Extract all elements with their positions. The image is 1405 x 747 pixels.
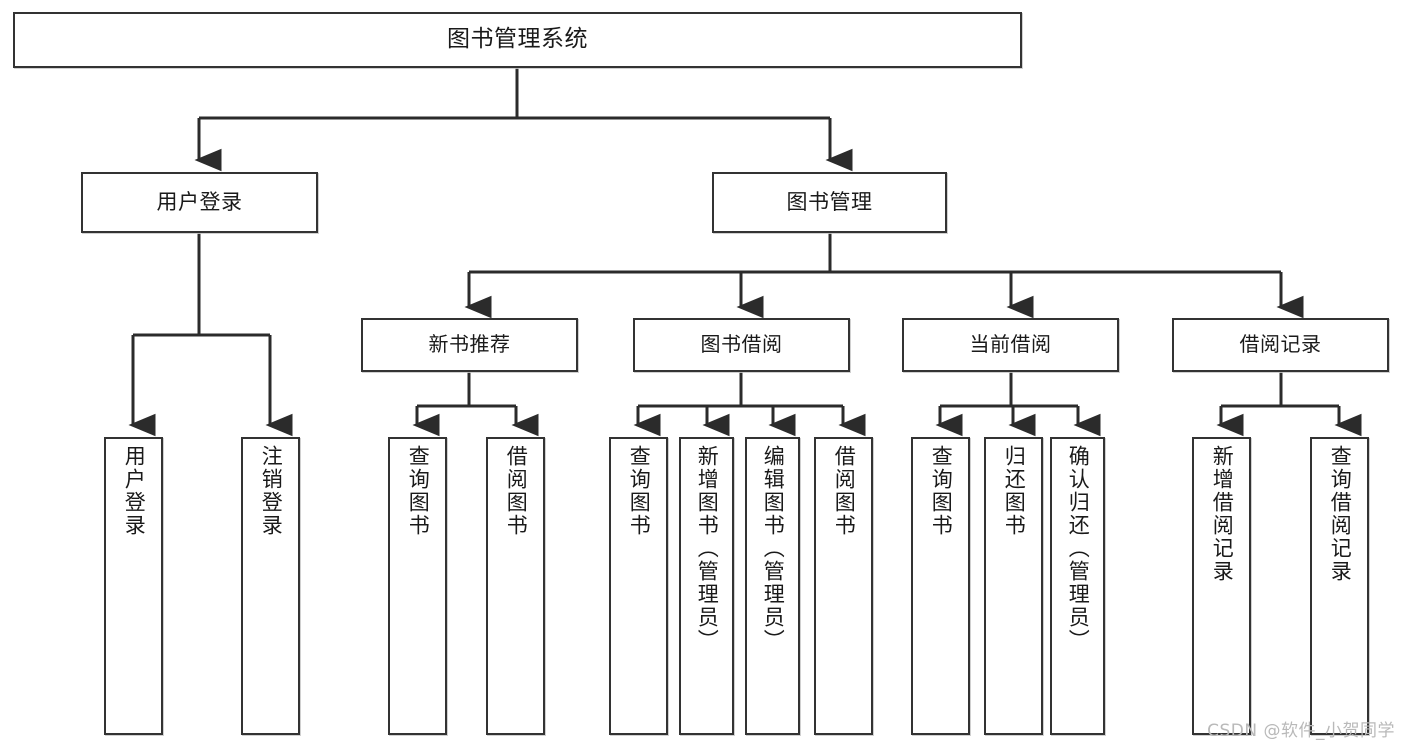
node-borrow-record[interactable]: 借阅记录 — [1172, 318, 1389, 372]
node-root[interactable]: 图书管理系统 — [13, 12, 1022, 68]
leaf-return-book[interactable]: 归还图书 — [984, 437, 1043, 735]
leaf-borrow-book-label: 借阅图书 — [832, 445, 857, 537]
leaf-logout[interactable]: 注销登录 — [241, 437, 300, 735]
node-book-borrow[interactable]: 图书借阅 — [633, 318, 850, 372]
node-book-management-label: 图书管理 — [786, 190, 873, 215]
leaf-confirm-return-admin[interactable]: 确认归还（管理员） — [1050, 437, 1105, 735]
leaf-user-login-label: 用户登录 — [122, 445, 147, 537]
leaf-borrow-book-rec[interactable]: 借阅图书 — [486, 437, 545, 735]
leaf-borrow-book[interactable]: 借阅图书 — [814, 437, 873, 735]
leaf-confirm-return-admin-label: 确认归还（管理员） — [1066, 445, 1091, 652]
node-current-borrow[interactable]: 当前借阅 — [902, 318, 1119, 372]
leaf-query-book-label: 查询图书 — [627, 445, 652, 537]
leaf-add-book-admin-label: 新增图书（管理员） — [695, 445, 720, 652]
leaf-edit-book-admin-label: 编辑图书（管理员） — [761, 445, 786, 652]
leaf-add-borrow-record[interactable]: 新增借阅记录 — [1192, 437, 1251, 735]
node-user-login-label: 用户登录 — [156, 190, 243, 215]
leaf-edit-book-admin[interactable]: 编辑图书（管理员） — [745, 437, 800, 735]
leaf-query-borrow-record[interactable]: 查询借阅记录 — [1310, 437, 1369, 735]
leaf-return-book-label: 归还图书 — [1002, 445, 1027, 537]
watermark: CSDN @软件_小贺同学 — [1207, 721, 1395, 741]
leaf-logout-label: 注销登录 — [259, 445, 284, 537]
node-borrow-record-label: 借阅记录 — [1239, 332, 1322, 357]
leaf-query-book-rec[interactable]: 查询图书 — [388, 437, 447, 735]
leaf-query-book-current[interactable]: 查询图书 — [911, 437, 970, 735]
node-book-management[interactable]: 图书管理 — [712, 172, 947, 233]
leaf-query-book[interactable]: 查询图书 — [609, 437, 668, 735]
leaf-query-borrow-record-label: 查询借阅记录 — [1328, 445, 1353, 583]
leaf-add-borrow-record-label: 新增借阅记录 — [1210, 445, 1235, 583]
leaf-query-book-current-label: 查询图书 — [929, 445, 954, 537]
leaf-add-book-admin[interactable]: 新增图书（管理员） — [679, 437, 734, 735]
node-root-label: 图书管理系统 — [447, 26, 588, 53]
node-book-borrow-label: 图书借阅 — [700, 332, 783, 357]
node-new-book-recommend[interactable]: 新书推荐 — [361, 318, 578, 372]
node-user-login[interactable]: 用户登录 — [81, 172, 318, 233]
leaf-user-login[interactable]: 用户登录 — [104, 437, 163, 735]
leaf-borrow-book-rec-label: 借阅图书 — [504, 445, 529, 537]
node-new-book-recommend-label: 新书推荐 — [428, 332, 511, 357]
node-current-borrow-label: 当前借阅 — [969, 332, 1052, 357]
leaf-query-book-rec-label: 查询图书 — [406, 445, 431, 537]
